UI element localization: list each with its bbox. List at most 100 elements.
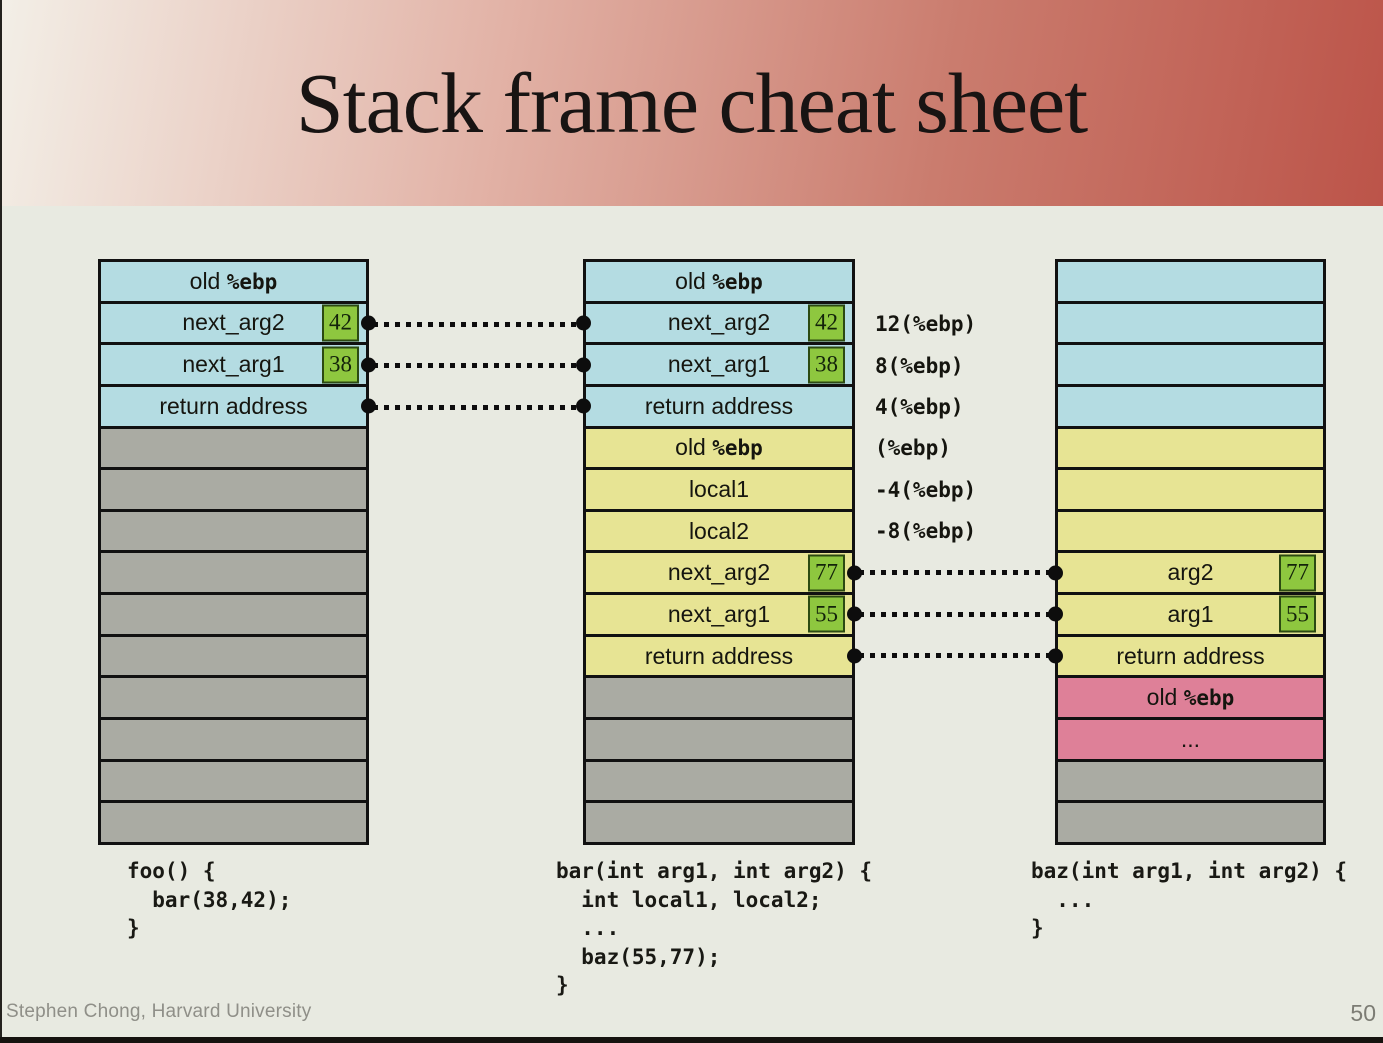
page-number: 50: [1350, 1000, 1376, 1026]
stack-row: [1058, 303, 1323, 346]
connector-dot: [361, 357, 376, 373]
stack-row: [1058, 345, 1323, 387]
value-badge: 77: [1279, 554, 1316, 592]
dotted-connector: [373, 321, 579, 327]
stack-cell-label: old %ebp: [1146, 684, 1235, 711]
code-snippet-foo: foo() { bar(38,42); }: [127, 859, 292, 940]
connector-dot: [847, 606, 862, 622]
stack-row: [1058, 428, 1323, 471]
stack-row: return address: [576, 386, 852, 429]
stack-cell-label: return address: [159, 392, 308, 419]
header-banner: Stack frame cheat sheet: [0, 0, 1383, 206]
stack-row: [101, 761, 366, 804]
dotted-connector: [859, 653, 1051, 659]
ebp-offset-label: 8(%ebp): [875, 353, 964, 378]
connector-dot: [847, 565, 862, 581]
value-badge: 77: [808, 554, 845, 592]
stack-row: next_arg2 42: [101, 303, 376, 346]
stack-row: next_arg2 77: [586, 553, 862, 596]
stack-cell-label: local2: [688, 517, 750, 544]
ebp-offset-label: -8(%ebp): [875, 519, 977, 544]
dotted-connector: [373, 404, 579, 410]
dotted-connector: [859, 570, 1051, 576]
code-snippet-baz: baz(int arg1, int arg2) { ... }: [1031, 859, 1348, 940]
ebp-offset-label: 4(%ebp): [875, 395, 964, 419]
connector-dot: [576, 357, 591, 373]
register-label: %ebp: [226, 269, 278, 294]
stack-row: [586, 720, 852, 762]
register-label: %ebp: [712, 436, 763, 461]
stack-row: local2: [586, 511, 852, 554]
stack-row: [101, 720, 366, 762]
value-badge: 42: [808, 304, 845, 342]
value-badge: 38: [808, 346, 845, 384]
stack-row: arg2 77: [1048, 553, 1323, 596]
value-badge: 38: [322, 346, 359, 384]
stack-row: [1058, 386, 1323, 429]
stack-row: next_arg1 55: [586, 595, 862, 637]
dotted-connector: [859, 611, 1051, 617]
ebp-offset-label: 12(%ebp): [875, 312, 977, 337]
stack-cell-label: next_arg1: [182, 351, 285, 378]
stack-cell-label: next_arg2: [667, 309, 771, 336]
slide-left-edge: [0, 0, 2, 1043]
register-label: %ebp: [1183, 686, 1235, 711]
stack-row: [586, 761, 852, 804]
stack-cell-label: arg2: [1167, 559, 1214, 586]
value-badge: 55: [808, 595, 845, 633]
connector-dot: [361, 398, 376, 414]
stack-cell-label: local1: [688, 476, 750, 503]
stack-row: return address: [586, 636, 862, 679]
bar-stack-column: old %ebp next_arg2 42 next_arg1 38 return add…: [576, 259, 862, 845]
stack-cell-label: next_arg1: [667, 351, 771, 378]
connector-dot: [576, 315, 591, 331]
connector-dot: [1048, 565, 1063, 581]
stack-row: return address: [1048, 636, 1323, 679]
stack-row: [101, 428, 366, 471]
connector-dot: [576, 398, 591, 414]
stack-cell-label: old %ebp: [675, 434, 763, 461]
stack-row: old %ebp: [586, 428, 852, 471]
stack-cell-label: next_arg2: [667, 559, 771, 586]
stack-row: [1058, 511, 1323, 554]
stack-row: [101, 511, 366, 554]
stack-row: [101, 470, 366, 512]
stack-cell-label: next_arg2: [182, 309, 285, 336]
stack-row: [1058, 262, 1323, 304]
stack-row: old %ebp: [101, 262, 366, 304]
ebp-offset-label: (%ebp): [875, 436, 951, 461]
code-snippet-bar: bar(int arg1, int arg2) { int local1, lo…: [556, 859, 873, 997]
stack-cell-label: return address: [644, 642, 794, 669]
stack-row: [101, 553, 366, 596]
stack-row: next_arg1 38: [101, 345, 376, 387]
foo-stack-column: old %ebp next_arg2 42 next_arg1 38 return add…: [98, 259, 376, 845]
stack-row: [586, 678, 852, 721]
stack-cell-label: old %ebp: [189, 267, 278, 294]
stack-cell-label: old %ebp: [675, 267, 763, 294]
connector-dot: [361, 315, 376, 331]
stack-cell-label: next_arg1: [667, 600, 771, 627]
value-badge: 42: [322, 304, 359, 342]
stack-row: [101, 678, 366, 721]
stack-cell-label: ...: [1180, 725, 1201, 752]
stack-row: [101, 595, 366, 637]
stack-row: [1058, 761, 1323, 804]
stack-row: [101, 636, 366, 679]
page-title: Stack frame cheat sheet: [295, 55, 1088, 151]
stack-row: [1058, 803, 1323, 842]
stack-row: ...: [1058, 720, 1323, 762]
ebp-offset-label: -4(%ebp): [875, 477, 977, 502]
connector-dot: [1048, 648, 1063, 664]
stack-row: [586, 803, 852, 842]
connector-dot: [1048, 606, 1063, 622]
stack-cell-label: arg1: [1167, 600, 1214, 627]
register-label: %ebp: [712, 269, 763, 294]
stack-row: next_arg2 42: [576, 303, 852, 346]
stack-row: [1058, 470, 1323, 512]
stack-row: old %ebp: [1058, 678, 1323, 721]
stack-cell-label: return address: [644, 392, 794, 419]
stack-row: [101, 803, 366, 842]
